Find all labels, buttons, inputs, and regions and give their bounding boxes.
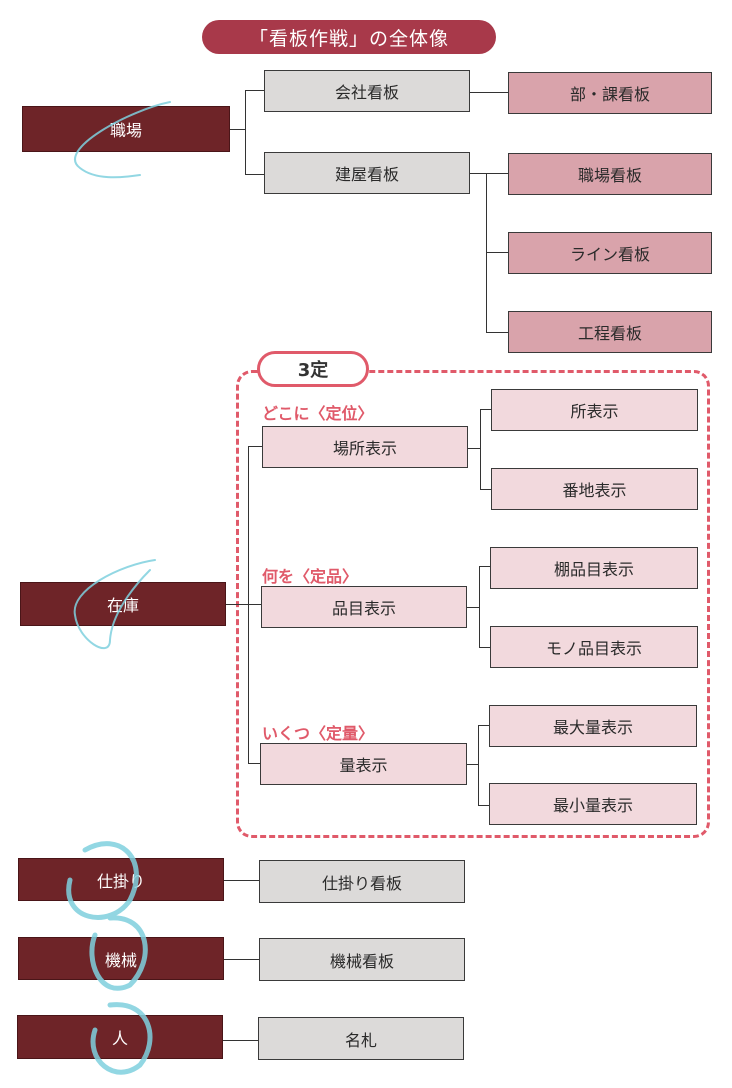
- category-people-label: 人: [111, 1029, 128, 1048]
- three-s-tag-label: 3定: [297, 360, 329, 381]
- category-wip: 仕掛り: [18, 858, 224, 901]
- connector: [480, 409, 491, 411]
- node-shelf-item-display: 棚品目表示: [490, 547, 698, 589]
- node-place-display: 所表示: [491, 389, 698, 431]
- connector: [480, 409, 482, 490]
- connector: [248, 446, 250, 764]
- node-min-quantity-display: 最小量表示: [489, 783, 697, 825]
- node-process-sign: 工程看板: [508, 311, 712, 353]
- node-label: 工程看板: [577, 324, 642, 343]
- node-label: 名札: [344, 1030, 377, 1050]
- node-building-sign: 建屋看板: [264, 152, 470, 194]
- node-item-display: 品目表示: [261, 586, 467, 628]
- node-label: 場所表示: [332, 439, 397, 458]
- connector: [226, 604, 262, 606]
- category-inventory-label: 在庫: [106, 596, 139, 615]
- node-quantity-display: 量表示: [260, 743, 467, 785]
- node-line-sign: ライン看板: [508, 232, 712, 274]
- node-label: ライン看板: [569, 245, 650, 264]
- node-label: 量表示: [339, 756, 388, 775]
- category-inventory: 在庫: [20, 582, 226, 626]
- three-s-tag: 3定: [257, 351, 369, 387]
- connector: [224, 880, 259, 882]
- connector: [224, 959, 259, 961]
- node-label: 品目表示: [331, 599, 396, 618]
- connector: [478, 725, 480, 806]
- node-name-tag: 名札: [258, 1017, 464, 1060]
- node-machine-sign: 機械看板: [259, 938, 465, 981]
- node-company-sign: 会社看板: [264, 70, 470, 112]
- category-wip-label: 仕掛り: [96, 871, 145, 891]
- connector: [479, 566, 481, 648]
- node-label: 職場看板: [577, 166, 642, 185]
- node-address-display: 番地表示: [491, 468, 698, 510]
- connector: [467, 764, 479, 766]
- node-label: 所表示: [570, 402, 619, 421]
- connector: [479, 647, 490, 649]
- connector: [245, 90, 264, 92]
- connector: [479, 566, 490, 568]
- connector: [248, 763, 262, 765]
- heading-item: 何を〈定品〉: [262, 567, 359, 586]
- node-label: 機械看板: [329, 951, 394, 971]
- category-people: 人: [17, 1015, 223, 1059]
- category-workplace: 職場: [22, 106, 230, 152]
- connector: [467, 607, 479, 609]
- node-wip-sign: 仕掛り看板: [259, 860, 465, 903]
- heading-quantity: いくつ〈定量〉: [262, 724, 375, 743]
- connector: [470, 92, 508, 94]
- connector: [468, 448, 480, 450]
- node-department-sign: 部・課看板: [508, 72, 712, 114]
- node-label: 会社看板: [334, 83, 399, 102]
- node-label: モノ品目表示: [545, 639, 642, 658]
- node-label: 棚品目表示: [553, 560, 634, 579]
- heading-location: どこに〈定位〉: [262, 404, 374, 423]
- connector: [478, 805, 489, 807]
- diagram-title: 「看板作戦」の全体像: [202, 20, 496, 54]
- category-machine-label: 機械: [104, 950, 137, 970]
- connector: [480, 489, 491, 491]
- node-label: 最大量表示: [552, 718, 633, 737]
- node-max-quantity-display: 最大量表示: [489, 705, 697, 747]
- node-label: 仕掛り看板: [321, 873, 402, 893]
- connector: [486, 332, 508, 334]
- node-location-display: 場所表示: [262, 426, 468, 468]
- node-workplace-sign: 職場看板: [508, 153, 712, 195]
- category-machine: 機械: [18, 937, 224, 980]
- connector: [223, 1040, 259, 1042]
- connector: [478, 725, 489, 727]
- connector: [245, 90, 247, 175]
- connector: [230, 129, 245, 131]
- connector: [245, 174, 264, 176]
- node-label: 部・課看板: [569, 85, 650, 104]
- connector: [248, 446, 262, 448]
- node-goods-item-display: モノ品目表示: [490, 626, 698, 668]
- connector: [486, 252, 508, 254]
- connector: [470, 173, 508, 175]
- node-label: 番地表示: [562, 481, 627, 500]
- node-label: 最小量表示: [552, 796, 633, 815]
- category-workplace-label: 職場: [109, 121, 142, 140]
- node-label: 建屋看板: [334, 165, 399, 184]
